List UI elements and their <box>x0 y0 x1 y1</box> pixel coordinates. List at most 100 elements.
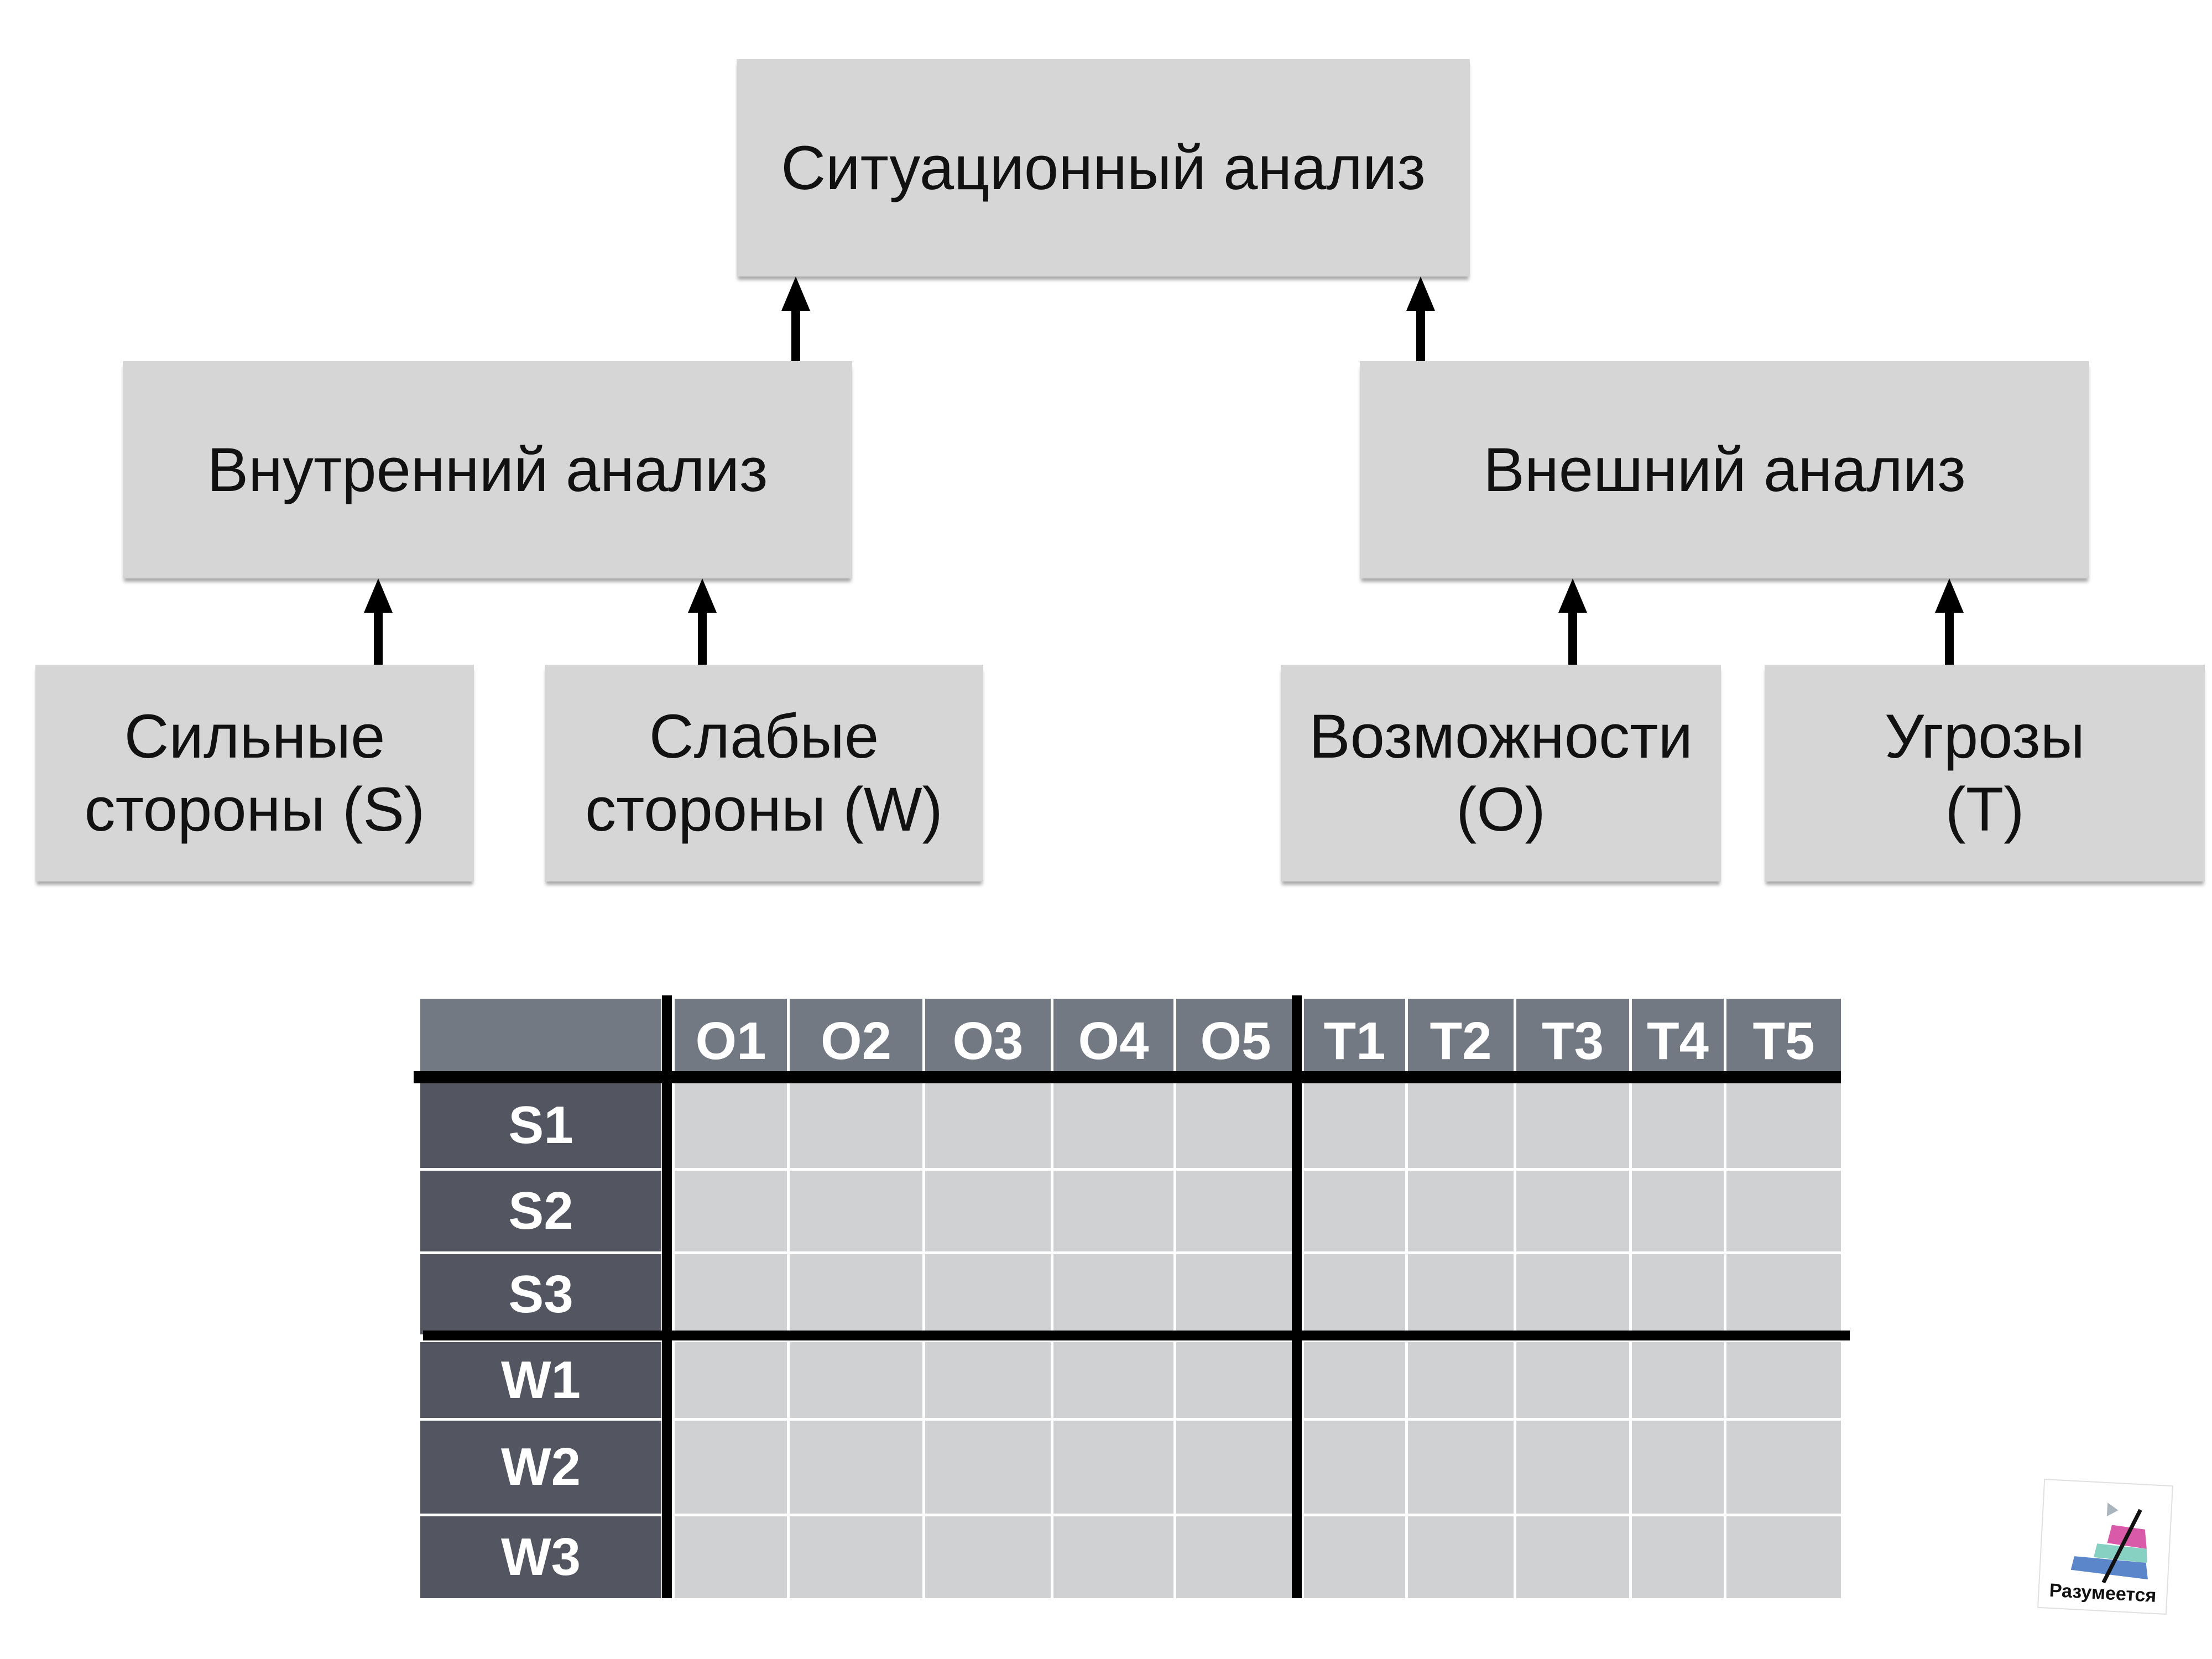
matrix-cell-s1-o1[interactable] <box>675 1083 787 1168</box>
matrix-cell-w3-t5[interactable] <box>1726 1516 1841 1598</box>
matrix-cell-s3-o2[interactable] <box>790 1254 922 1334</box>
arrow-external-to-situational <box>1406 276 1435 361</box>
row-header-w2: W2 <box>420 1421 661 1514</box>
matrix-cell-s1-o5[interactable] <box>1176 1083 1295 1168</box>
matrix-cell-s1-t3[interactable] <box>1516 1083 1629 1168</box>
matrix-cell-s1-t4[interactable] <box>1632 1083 1724 1168</box>
matrix-cell-s2-o3[interactable] <box>925 1171 1051 1251</box>
matrix-cell-w1-o1[interactable] <box>675 1342 787 1418</box>
matrix-cell-w1-t1[interactable] <box>1304 1342 1405 1418</box>
threats-label: Угрозы (T) <box>1884 702 2085 844</box>
arrow-weaknesses-to-internal <box>688 578 717 665</box>
matrix-cell-s1-o4[interactable] <box>1053 1083 1173 1168</box>
divider-strengths-weaknesses <box>423 1331 1850 1340</box>
matrix-cell-w3-o2[interactable] <box>790 1516 922 1598</box>
logo-icon <box>2070 1503 2148 1584</box>
column-header-t3: T3 <box>1516 999 1629 1075</box>
matrix-cell-w3-o5[interactable] <box>1176 1516 1295 1598</box>
row-header-w3: W3 <box>420 1516 661 1598</box>
internal-analysis-label: Внутренний анализ <box>207 435 768 504</box>
razumeetsya-logo: Разумеется <box>2037 1479 2173 1615</box>
matrix-cell-s1-o2[interactable] <box>790 1083 922 1168</box>
matrix-cell-w1-o5[interactable] <box>1176 1342 1295 1418</box>
matrix-cell-w2-t4[interactable] <box>1632 1421 1724 1514</box>
column-header-t2: T2 <box>1408 999 1514 1075</box>
matrix-cell-w2-t5[interactable] <box>1726 1421 1841 1514</box>
matrix-cell-w2-t1[interactable] <box>1304 1421 1405 1514</box>
column-header-o1: O1 <box>675 999 787 1075</box>
matrix-cell-s3-t3[interactable] <box>1516 1254 1629 1334</box>
matrix-cell-w2-o1[interactable] <box>675 1421 787 1514</box>
column-header-o2: O2 <box>790 999 922 1075</box>
matrix-cell-w3-o4[interactable] <box>1053 1516 1173 1598</box>
matrix-cell-s3-o1[interactable] <box>675 1254 787 1334</box>
weaknesses-box: Слабые стороны (W) <box>545 665 983 881</box>
matrix-cell-s2-t2[interactable] <box>1408 1171 1514 1251</box>
matrix-cell-s1-o3[interactable] <box>925 1083 1051 1168</box>
column-header-t1: T1 <box>1304 999 1405 1075</box>
strengths-label: Сильные стороны (S) <box>84 702 425 844</box>
row-header-s1: S1 <box>420 1083 661 1168</box>
column-header-o5: O5 <box>1176 999 1295 1075</box>
arrow-threats-to-external <box>1935 578 1964 665</box>
row-header-w1: W1 <box>420 1342 661 1418</box>
matrix-cell-s2-t5[interactable] <box>1726 1171 1841 1251</box>
opportunities-box: Возможности (O) <box>1281 665 1721 881</box>
matrix-cell-w1-o2[interactable] <box>790 1342 922 1418</box>
matrix-cell-w3-t2[interactable] <box>1408 1516 1514 1598</box>
column-header-t4: T4 <box>1632 999 1724 1075</box>
matrix-cell-w1-t5[interactable] <box>1726 1342 1841 1418</box>
external-analysis-label: Внешний анализ <box>1483 435 1966 504</box>
matrix-cell-w2-o3[interactable] <box>925 1421 1051 1514</box>
matrix-cell-s1-t2[interactable] <box>1408 1083 1514 1168</box>
matrix-cell-w1-t4[interactable] <box>1632 1342 1724 1418</box>
matrix-cell-w1-o4[interactable] <box>1053 1342 1173 1418</box>
divider-row-header-column <box>662 995 672 1598</box>
matrix-cell-w3-o3[interactable] <box>925 1516 1051 1598</box>
column-header-o3: O3 <box>925 999 1051 1075</box>
matrix-cell-s2-t4[interactable] <box>1632 1171 1724 1251</box>
internal-analysis-box: Внутренний анализ <box>123 361 852 578</box>
row-header-s3: S3 <box>420 1254 661 1334</box>
row-header-s2: S2 <box>420 1171 661 1251</box>
matrix-cell-w1-t3[interactable] <box>1516 1342 1629 1418</box>
matrix-cell-s3-t4[interactable] <box>1632 1254 1724 1334</box>
external-analysis-box: Внешний анализ <box>1360 361 2089 578</box>
matrix-cell-w1-t2[interactable] <box>1408 1342 1514 1418</box>
matrix-cell-s2-t1[interactable] <box>1304 1171 1405 1251</box>
matrix-cell-w2-o2[interactable] <box>790 1421 922 1514</box>
divider-opportunities-threats <box>1292 995 1302 1598</box>
matrix-cell-s3-o4[interactable] <box>1053 1254 1173 1334</box>
opportunities-label: Возможности (O) <box>1308 702 1693 844</box>
matrix-cell-s1-t1[interactable] <box>1304 1083 1405 1168</box>
matrix-cell-s3-t2[interactable] <box>1408 1254 1514 1334</box>
matrix-cell-s2-o5[interactable] <box>1176 1171 1295 1251</box>
matrix-cell-s2-t3[interactable] <box>1516 1171 1629 1251</box>
matrix-cell-s3-t5[interactable] <box>1726 1254 1841 1334</box>
matrix-cell-s2-o4[interactable] <box>1053 1171 1173 1251</box>
matrix-cell-s3-o3[interactable] <box>925 1254 1051 1334</box>
matrix-cell-w3-o1[interactable] <box>675 1516 787 1598</box>
threats-box: Угрозы (T) <box>1765 665 2205 881</box>
matrix-cell-w3-t1[interactable] <box>1304 1516 1405 1598</box>
matrix-cell-s2-o2[interactable] <box>790 1171 922 1251</box>
column-header-o4: O4 <box>1053 999 1173 1075</box>
column-header-t5: T5 <box>1726 999 1841 1075</box>
arrow-strengths-to-internal <box>364 578 393 665</box>
arrow-internal-to-situational <box>781 276 810 361</box>
matrix-cell-w2-o4[interactable] <box>1053 1421 1173 1514</box>
matrix-corner-cell <box>420 999 661 1075</box>
matrix-cell-w2-t2[interactable] <box>1408 1421 1514 1514</box>
matrix-cell-w3-t3[interactable] <box>1516 1516 1629 1598</box>
matrix-cell-s2-o1[interactable] <box>675 1171 787 1251</box>
divider-header-row <box>414 1071 1841 1083</box>
matrix-cell-w2-t3[interactable] <box>1516 1421 1629 1514</box>
matrix-cell-w3-t4[interactable] <box>1632 1516 1724 1598</box>
matrix-cell-s3-t1[interactable] <box>1304 1254 1405 1334</box>
weaknesses-label: Слабые стороны (W) <box>585 702 943 844</box>
matrix-cell-s1-t5[interactable] <box>1726 1083 1841 1168</box>
matrix-cell-w2-o5[interactable] <box>1176 1421 1295 1514</box>
matrix-cell-w1-o3[interactable] <box>925 1342 1051 1418</box>
arrow-opportunities-to-external <box>1558 578 1587 665</box>
matrix-cell-s3-o5[interactable] <box>1176 1254 1295 1334</box>
